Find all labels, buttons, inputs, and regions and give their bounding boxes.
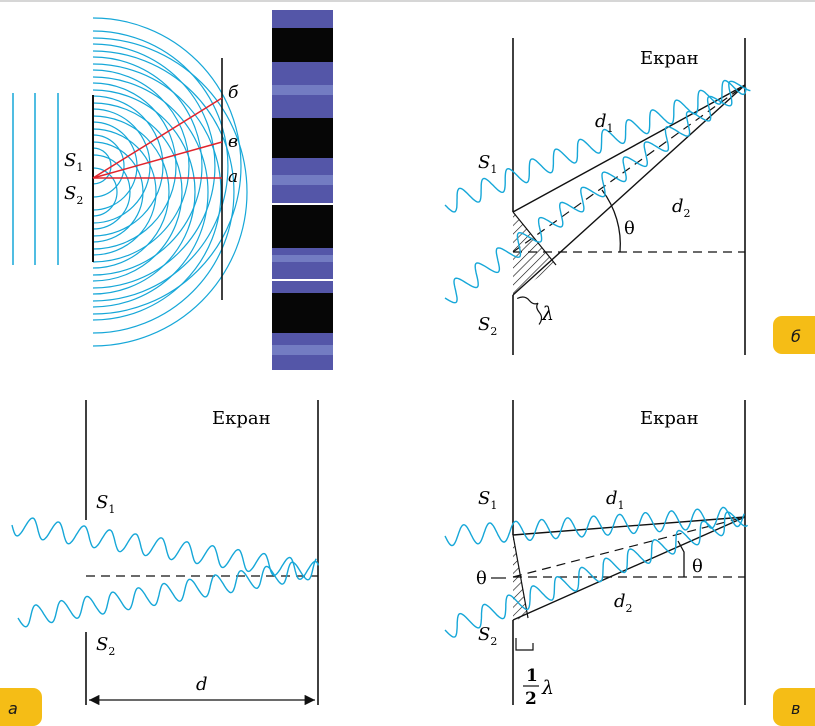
label-d2: d2 [614, 591, 633, 615]
panel-v-half-lambda: Екран d1 d2 θ θ S1 S2 1 2 λ в [444, 400, 815, 726]
badge-b-label: б [791, 327, 801, 346]
wavefront-arc [92, 82, 177, 250]
fringe-band [272, 28, 333, 62]
center-ray [512, 84, 746, 253]
label-point-a: а [228, 167, 238, 187]
frac-numerator: 1 [526, 666, 538, 686]
fringe-band [272, 205, 333, 248]
label-s2: S2 [64, 183, 83, 207]
ray-to-v [92, 141, 223, 179]
label-s1: S1 [478, 488, 497, 512]
wavefront-arc [92, 95, 164, 237]
theta-arc [601, 189, 621, 253]
label-s2: S2 [478, 314, 497, 338]
badge-v-label: в [791, 699, 800, 718]
lambda-brace [516, 296, 543, 325]
screen-label: Екран [212, 408, 271, 429]
wavefront-arc [92, 134, 125, 198]
label-s1: S1 [478, 152, 497, 176]
panel-b-phase-lambda: Екран d1 d2 θ S1 S2 λ б [444, 38, 815, 355]
fringe-band [272, 293, 333, 333]
label-lambda: λ [541, 677, 554, 699]
wavefront-arc [92, 141, 144, 243]
wavefront-arc [92, 43, 216, 289]
wavefront-arc [92, 154, 131, 230]
wavefront-arc [92, 128, 157, 256]
label-theta: θ [624, 218, 635, 239]
fringe-band [272, 10, 333, 28]
screen-label: Екран [640, 48, 699, 69]
label-s2: S2 [478, 624, 497, 648]
wavefront-arc [92, 56, 203, 276]
label-s1: S1 [64, 150, 83, 174]
wavefront-arc [92, 115, 170, 269]
fringe-highlight [272, 255, 333, 262]
label-d1: d1 [595, 111, 614, 135]
wavefront-arc [92, 30, 229, 302]
fringe-highlight [272, 85, 333, 95]
interference-pattern [272, 10, 333, 370]
circular-wavefronts [92, 17, 248, 347]
path-difference-hatch [513, 212, 556, 295]
screen-label: Екран [640, 408, 699, 429]
wave-s2 [17, 558, 317, 628]
ray-to-b [92, 97, 223, 179]
perpendicular-line [512, 211, 557, 266]
wavefront-arc [92, 167, 118, 217]
ray-d1 [512, 84, 746, 213]
label-theta-right: θ [692, 556, 703, 577]
badge-v [773, 688, 815, 726]
center-ray [512, 516, 746, 578]
label-d: d [196, 674, 208, 695]
wavefront-arc [92, 89, 196, 295]
wavefront-arc [92, 63, 222, 321]
label-s2: S2 [96, 634, 115, 658]
panel-a-in-phase: Екран S1 S2 d а [0, 400, 320, 726]
label-s1: S1 [96, 492, 115, 516]
ray-d1 [512, 516, 746, 536]
label-lambda: λ [541, 303, 554, 325]
wavefront-arc [92, 108, 151, 224]
wave-s1 [444, 506, 745, 547]
fringe-highlight [272, 345, 333, 355]
label-point-b: б [228, 83, 239, 103]
plane-wavefronts [12, 93, 59, 265]
frac-denominator: 2 [525, 689, 537, 709]
wave-s1 [444, 79, 747, 213]
wavefront-arc [92, 50, 235, 334]
label-d2: d2 [672, 196, 691, 220]
ray-d2 [512, 516, 746, 621]
badge-a-label: а [8, 699, 18, 718]
fringe-band [272, 118, 333, 158]
wavefront-arc [92, 102, 183, 282]
wavefront-arc [92, 17, 242, 315]
label-theta-left: θ [476, 568, 487, 589]
wavefront-diagram: S1 S2 б в а [12, 17, 248, 347]
wave-s2 [444, 80, 751, 304]
label-point-v: в [228, 132, 238, 152]
wave-s2 [444, 511, 749, 638]
fringe-band [272, 248, 333, 280]
badge-b [773, 316, 815, 354]
wave-s1 [11, 517, 320, 581]
fringe-highlight [272, 175, 333, 185]
theta-corner [677, 540, 685, 577]
fringe-band [272, 280, 333, 293]
wavefront-arc [92, 76, 209, 308]
half-lambda-bracket [515, 638, 534, 651]
label-d1: d1 [606, 488, 625, 512]
wavefront-arc [92, 69, 190, 263]
wavefront-arc [92, 37, 248, 347]
badge-a [0, 688, 42, 726]
